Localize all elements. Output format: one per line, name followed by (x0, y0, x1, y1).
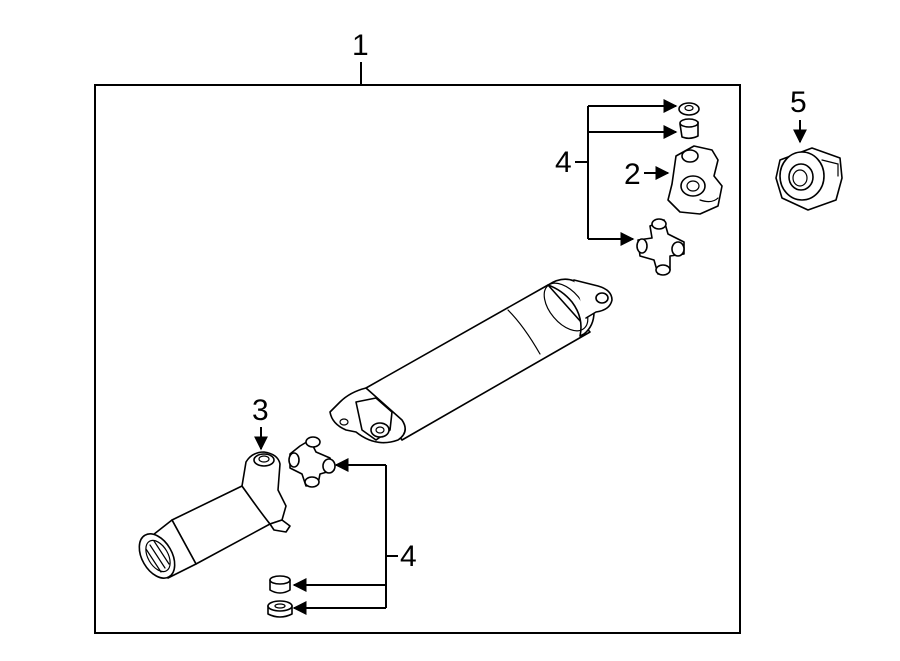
callout-4-bottom[interactable]: 4 (292, 458, 417, 615)
svg-text:5: 5 (790, 86, 807, 119)
front-slip-yoke-part[interactable] (132, 451, 291, 584)
ujoint-cross-bottom-part[interactable] (288, 436, 336, 488)
rear-yoke-part[interactable] (667, 145, 723, 215)
callout-5[interactable]: 5 (790, 86, 807, 144)
callout-4-top[interactable]: 4 (555, 99, 678, 246)
ujoint-bearing-cap-top-part[interactable] (679, 118, 699, 140)
svg-text:1: 1 (352, 29, 369, 62)
driveshaft-tube-part[interactable] (329, 275, 613, 444)
companion-flange-part[interactable] (775, 147, 843, 211)
ujoint-bearing-cap-bottom-part[interactable] (269, 575, 291, 594)
callout-1[interactable]: 1 (352, 29, 369, 85)
svg-text:4: 4 (400, 540, 417, 573)
ujoint-washer-bottom-part[interactable] (267, 600, 293, 618)
callout-2[interactable]: 2 (624, 158, 670, 191)
ujoint-cross-top-part[interactable] (636, 218, 685, 276)
svg-text:3: 3 (252, 394, 269, 427)
callout-3[interactable]: 3 (252, 394, 269, 451)
svg-text:2: 2 (624, 158, 641, 191)
ujoint-washer-top-part[interactable] (678, 102, 700, 116)
assembly-frame (94, 84, 741, 634)
svg-text:4: 4 (555, 146, 572, 179)
